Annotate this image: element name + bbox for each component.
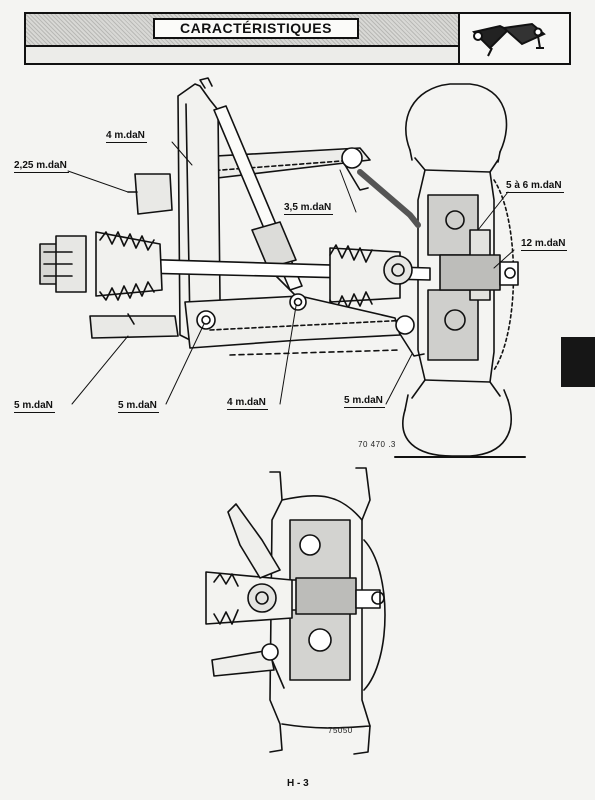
header-box: CARACTÉRISTIQUES <box>24 12 571 65</box>
torque-label-upper-balljoint: 3,5 m.daN <box>284 202 334 215</box>
page-number: H - 3 <box>287 778 309 789</box>
torque-label-lower-balljoint: 5 m.daN <box>344 395 385 408</box>
gearbox-output <box>39 235 87 293</box>
torque-label-caliper: 5 à 6 m.daN <box>506 180 564 193</box>
header-bar: CARACTÉRISTIQUES <box>26 14 460 47</box>
hub-knuckle-lower <box>289 519 385 681</box>
torque-label-hub-nut: 12 m.daN <box>521 238 568 251</box>
torque-label-frame-bolt: 2,25 m.daN <box>14 160 69 173</box>
drive-shaft <box>95 231 431 311</box>
leader-lines-upper <box>67 141 515 405</box>
torque-label-upper-arm-pivot: 4 m.daN <box>106 130 147 143</box>
torque-label-anti-roll-bar: 5 m.daN <box>14 400 55 413</box>
lower-control-arm <box>89 293 425 357</box>
figure-ref-upper: 70 470 .3 <box>358 440 396 449</box>
page-title: CARACTÉRISTIQUES <box>153 18 359 39</box>
wheel-tire-upper <box>394 83 526 458</box>
section-tab-marker <box>561 337 595 387</box>
torque-label-shock-mount: 4 m.daN <box>227 397 268 410</box>
suspension-arm-thumbnail <box>458 14 569 63</box>
hub-knuckle-upper <box>427 194 519 361</box>
figure-ref-lower: 75050 <box>328 726 353 735</box>
drive-joint-lower <box>205 503 293 689</box>
subframe <box>127 77 233 346</box>
torque-label-lower-arm-pivot: 5 m.daN <box>118 400 159 413</box>
